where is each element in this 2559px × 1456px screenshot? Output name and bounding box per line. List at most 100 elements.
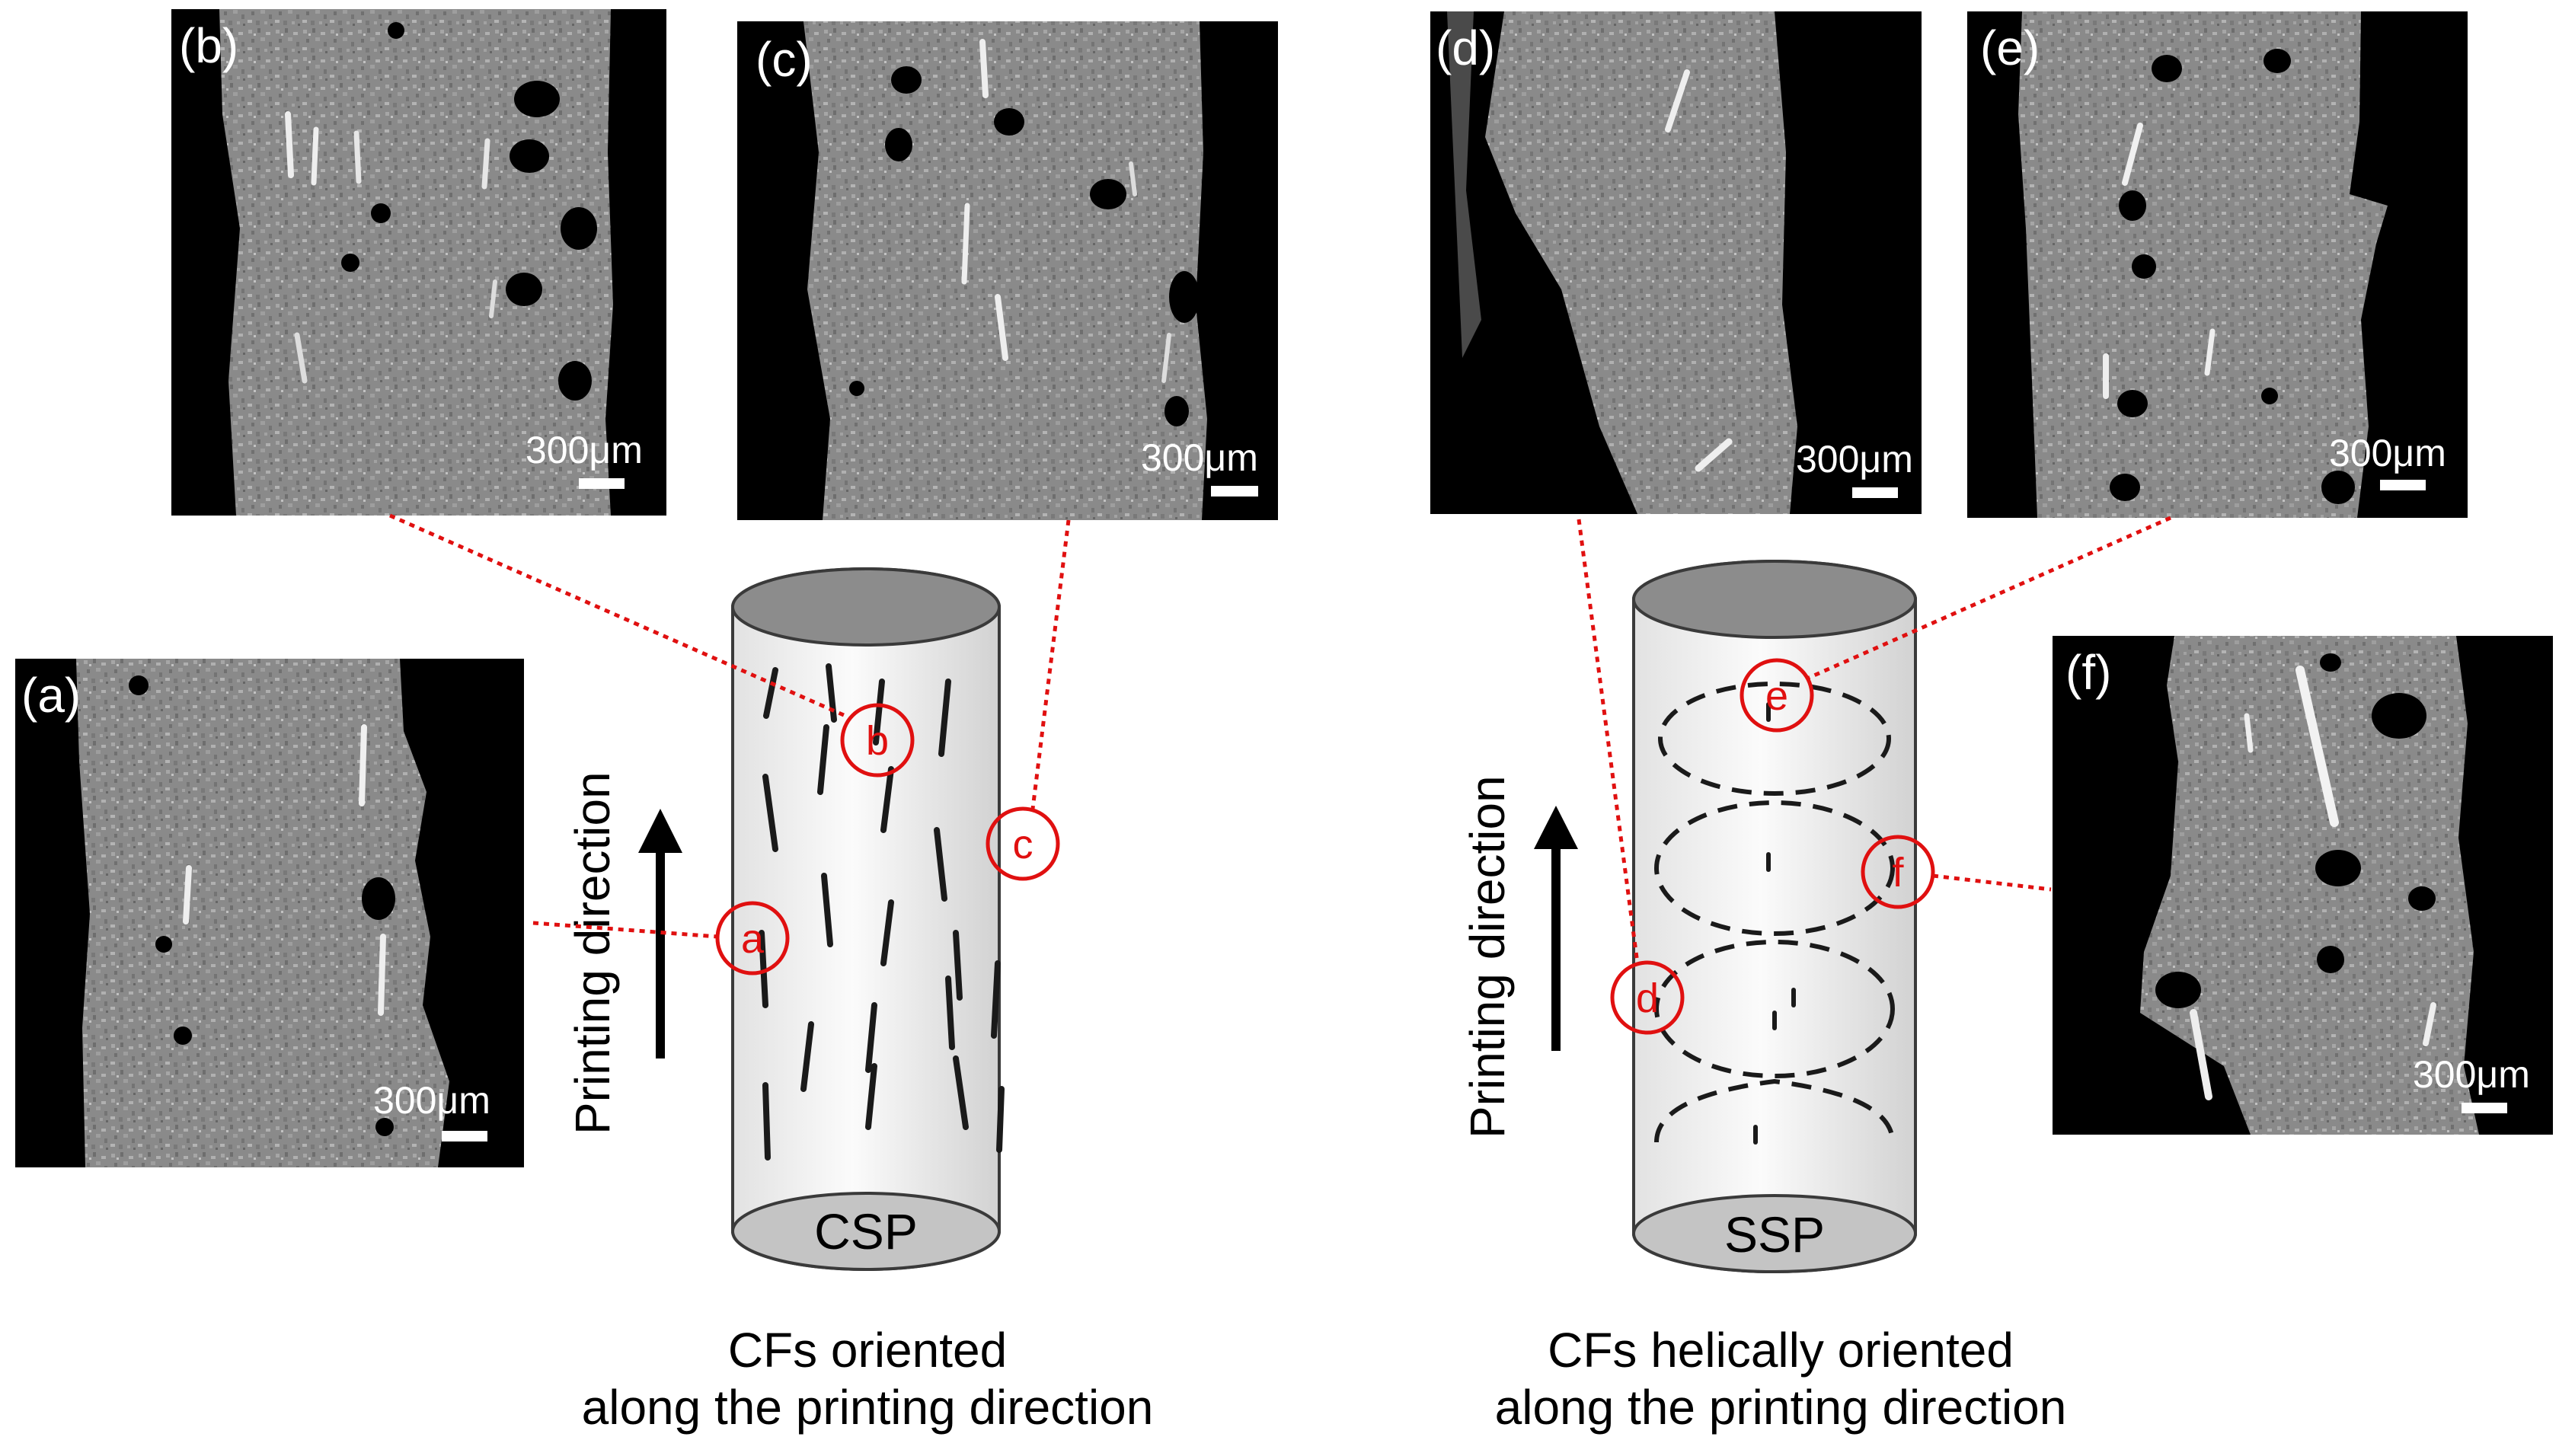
micrograph-panel-d: (d) 300μm	[1430, 11, 1922, 514]
callout-circle-e	[1740, 658, 1814, 733]
micrograph-f-void	[2155, 972, 2201, 1008]
micrograph-e-void	[2321, 471, 2355, 504]
micrograph-c-void	[994, 108, 1024, 136]
micrograph-f-material	[2140, 636, 2479, 1135]
micrograph-c-void	[1090, 179, 1126, 209]
micrograph-b-void	[341, 254, 359, 272]
csp-fiber	[800, 1021, 814, 1092]
micrograph-b-fiber	[481, 138, 490, 190]
panel-label-e: (e)	[1980, 21, 2040, 75]
micrograph-e-fiber	[2204, 328, 2216, 376]
scale-bar-label-b: 300μm	[526, 429, 643, 471]
micrograph-d-fiber	[1695, 438, 1733, 472]
callout-circle-a	[715, 901, 790, 975]
micrograph-e-void	[2119, 190, 2146, 221]
micrograph-a-fiber	[378, 934, 386, 1016]
scale-bar-c	[1211, 486, 1258, 497]
panel-label-a: (a)	[21, 668, 81, 723]
ssp-caption-line2: along the printing direction	[1495, 1380, 2067, 1435]
scale-bar-label-f: 300μm	[2413, 1053, 2530, 1096]
micrograph-f-void	[2408, 886, 2436, 911]
callout-line-d	[1577, 519, 1640, 964]
callout-label-a: a	[741, 916, 765, 962]
micrograph-d-fiber	[1665, 69, 1690, 133]
csp-fiber	[762, 1082, 771, 1161]
csp-callouts: a b c	[388, 513, 1071, 975]
csp-fiber	[865, 1002, 877, 1073]
csp-cylinder-top-cap	[731, 567, 1001, 647]
micrograph-b-void	[371, 203, 391, 223]
csp-fiber	[763, 667, 778, 719]
csp-fiber	[821, 873, 833, 947]
csp-cylinder-bottom-cap	[731, 1192, 1001, 1271]
callout-line-a	[532, 921, 718, 939]
micrograph-panel-a: (a) 300μm	[15, 659, 524, 1167]
scale-bar-d	[1852, 487, 1898, 498]
micrograph-e-void	[2263, 49, 2291, 73]
micrograph-panel-f: (f) 300μm	[2053, 636, 2553, 1135]
micrograph-a-material	[76, 659, 449, 1167]
micrograph-a-void	[174, 1027, 192, 1045]
csp-axis-label: Printing direction	[565, 771, 620, 1135]
csp-fiber	[934, 827, 947, 902]
micrograph-f-void	[2315, 850, 2361, 886]
csp-fiber	[945, 975, 955, 1050]
scale-bar-a	[442, 1131, 487, 1141]
callout-label-c: c	[1013, 822, 1034, 867]
micrograph-a-fiber	[359, 724, 367, 806]
ssp-helix-loop	[1654, 800, 1895, 936]
ssp-axis-label: Printing direction	[1460, 775, 1515, 1138]
micrograph-b-fiber	[294, 332, 308, 384]
csp-caption-line2: along the printing direction	[582, 1380, 1154, 1435]
micrograph-e-void	[2261, 388, 2278, 404]
micrograph-c-fiber	[961, 203, 970, 285]
ssp-helix	[1654, 682, 1895, 1143]
scale-bar-label-a: 300μm	[373, 1079, 490, 1122]
micrograph-e-void	[2132, 254, 2156, 279]
callout-circle-c	[986, 806, 1060, 881]
ssp-caption-line1: CFs helically oriented	[1548, 1323, 2014, 1378]
micrograph-c-void	[849, 381, 864, 396]
callout-circle-b	[840, 703, 915, 777]
scale-bar-label-e: 300μm	[2329, 432, 2446, 474]
ssp-base-label: SSP	[1724, 1206, 1825, 1263]
ssp-cylinder-bottom-cap	[1632, 1194, 1917, 1273]
callout-line-c	[1030, 519, 1071, 816]
csp-fibers	[759, 663, 1005, 1161]
micrograph-e-fiber	[2122, 123, 2143, 186]
micrograph-c-fiber	[1161, 333, 1171, 383]
ssp-helix-loop	[1654, 940, 1895, 1078]
micrograph-e-void	[2110, 474, 2140, 501]
ssp-cylinder-top-cap	[1632, 560, 1917, 639]
csp-base-label: CSP	[814, 1203, 918, 1260]
csp-fiber	[880, 899, 894, 966]
micrograph-f-void	[2372, 693, 2426, 739]
micrograph-f-fiber	[2423, 1002, 2436, 1046]
panel-label-b: (b)	[179, 18, 238, 73]
micrograph-b-fiber	[353, 130, 362, 184]
panel-label-c: (c)	[756, 32, 813, 87]
micrograph-c-fiber	[995, 294, 1008, 361]
micrograph-b-fiber	[489, 279, 497, 318]
callout-label-f: f	[1892, 850, 1904, 896]
csp-fiber	[759, 930, 768, 1008]
callout-line-f	[1932, 873, 2052, 892]
csp-fiber	[762, 774, 778, 852]
micrograph-f-fiber	[2295, 666, 2339, 827]
csp-direction-arrowhead	[638, 809, 682, 853]
micrograph-a-void	[362, 877, 395, 920]
csp-fiber	[953, 1055, 969, 1130]
scale-bar-b	[579, 478, 625, 489]
ssp-fibers	[1753, 702, 1796, 1145]
scale-bar-e	[2380, 480, 2426, 490]
micrograph-f-fiber	[2244, 713, 2254, 753]
scale-bar-f	[2462, 1103, 2507, 1113]
callout-circle-d	[1610, 960, 1685, 1035]
micrograph-b-void	[561, 207, 597, 250]
scale-bar-label-c: 300μm	[1141, 436, 1258, 479]
callout-circle-f	[1861, 835, 1935, 909]
csp-fiber	[991, 960, 1001, 1039]
micrograph-panel-c: (c) 300μm	[737, 21, 1278, 520]
micrograph-d-material	[1485, 11, 1797, 514]
